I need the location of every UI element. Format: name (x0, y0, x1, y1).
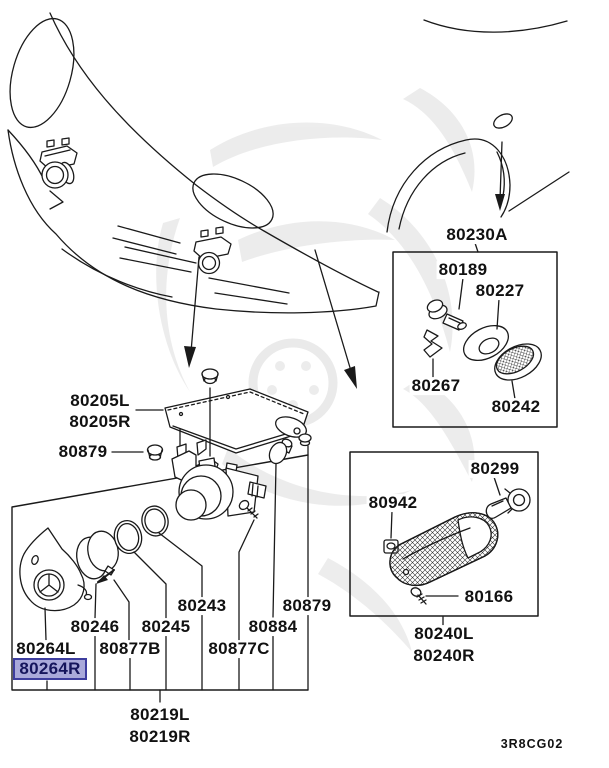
gasket-80243-drawing (141, 505, 169, 537)
part-label-80245[interactable]: 80245 (139, 617, 193, 637)
figure-code: 3R8CG02 (500, 737, 564, 751)
ring-80246-drawing (76, 530, 119, 580)
watermark-emblem (156, 88, 475, 652)
fog-lamp-parts (19, 368, 312, 612)
fog-lamp-left-mounted (39, 137, 78, 189)
lens-80242-drawing (494, 343, 542, 381)
popup-headlamp-left (9, 17, 75, 129)
side-turn-lamp-box (392, 242, 558, 428)
part-label-80879-rear[interactable]: 80879 (280, 596, 334, 616)
cover-80264-drawing (19, 527, 93, 612)
hood-line (49, 12, 379, 293)
part-label-80230A[interactable]: 80230A (444, 225, 510, 245)
part-label-80246[interactable]: 80246 (68, 617, 122, 637)
screw-80166-drawing (410, 587, 427, 605)
part-label-80240R[interactable]: 80240R (411, 646, 477, 666)
locator-arrows (184, 141, 505, 389)
part-label-80942[interactable]: 80942 (366, 493, 420, 513)
part-label-80189[interactable]: 80189 (436, 260, 490, 280)
gasket-80245-drawing (113, 519, 143, 555)
fog-lamp-unit-drawing (175, 457, 267, 521)
part-label-80264L[interactable]: 80264L (14, 639, 78, 659)
screw-80877C-drawing (238, 499, 259, 519)
socket-80189-drawing (426, 299, 467, 331)
part-label-80166[interactable]: 80166 (462, 587, 516, 607)
side-turn-lamp-hole (493, 113, 513, 129)
nut-80879-top-drawing (201, 368, 219, 457)
bracket-80205-drawing (164, 388, 309, 454)
part-label-80299[interactable]: 80299 (468, 459, 522, 479)
socket-80299-drawing (485, 488, 531, 520)
part-label-80219R[interactable]: 80219R (127, 727, 193, 747)
part-label-80877C[interactable]: 80877C (206, 639, 272, 659)
part-label-80267[interactable]: 80267 (409, 376, 463, 396)
fog-lamp-leader-lines (44, 409, 277, 691)
side-marker-lamp-box (349, 451, 539, 627)
fender-arch (386, 138, 511, 233)
part-label-80227[interactable]: 80227 (473, 281, 527, 301)
popup-headlamp-right (192, 173, 274, 229)
roof-line (423, 19, 568, 33)
part-label-80879-front[interactable]: 80879 (56, 442, 110, 462)
part-label-80877B[interactable]: 80877B (97, 639, 163, 659)
fog-lamp-right-mounted (193, 226, 232, 275)
bulb-80884-drawing (268, 438, 293, 465)
part-label-80264R-highlighted[interactable]: 80264R (13, 658, 87, 680)
nut-80879-left-drawing (146, 444, 164, 461)
part-label-80884[interactable]: 80884 (246, 617, 300, 637)
fog-lamp-exploded-box (11, 445, 309, 703)
part-label-80242[interactable]: 80242 (489, 397, 543, 417)
packing-80227-drawing (463, 324, 509, 362)
clip-80267-drawing (423, 329, 443, 358)
nut-80879-rear-drawing (298, 433, 312, 447)
spring-80877B-drawing (96, 569, 115, 584)
part-label-80205L[interactable]: 80205L (68, 391, 132, 411)
part-label-80205R[interactable]: 80205R (67, 412, 133, 432)
part-label-80240L[interactable]: 80240L (412, 624, 476, 644)
bumper-outline (7, 129, 380, 314)
side-marker-lens-drawing (389, 512, 499, 587)
part-label-80243[interactable]: 80243 (175, 596, 229, 616)
car-front-outline (7, 12, 570, 314)
part-label-80219L[interactable]: 80219L (128, 705, 192, 725)
